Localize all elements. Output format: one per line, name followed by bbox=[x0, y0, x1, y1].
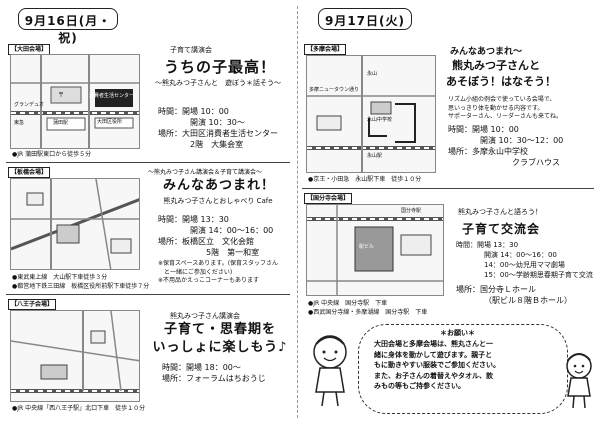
tama-title-1: 熊丸みつ子さんと bbox=[452, 59, 540, 72]
kokubunji-map-building-label: 駅ビル bbox=[359, 244, 375, 250]
itabashi-title: みんなあつまれ！ bbox=[162, 178, 275, 193]
hachioji-title-2: いっしょに楽しもう♪ bbox=[152, 340, 288, 355]
ota-intro: 子育て講演会 bbox=[170, 46, 212, 54]
tama-map-drawing bbox=[307, 56, 435, 172]
tama-access: ●京王・小田急 永山駅下車 徒歩１０分 bbox=[308, 176, 422, 183]
itabashi-venue-label: 【板橋会場】 bbox=[8, 167, 51, 178]
ota-map-station-label: 蒲田駅 bbox=[53, 120, 69, 126]
ota-title: うちの子最高！ bbox=[163, 58, 276, 76]
child-illustration-left bbox=[304, 330, 356, 410]
ota-map-center-label: 消費者生活センター bbox=[89, 93, 135, 99]
itabashi-map-drawing bbox=[11, 179, 139, 269]
tama-map-area-label: 永山 bbox=[367, 71, 378, 77]
tama-info: 時間：開場 10：00 開演 10：30～12：00 場所：多摩永山中学校 クラ… bbox=[448, 125, 564, 167]
ota-map-post-label: 〒 bbox=[58, 92, 65, 99]
hachioji-map bbox=[10, 310, 140, 402]
itabashi-access-2: ●都営地下鉄三田線 板橋区役所前駅下車徒歩７分 bbox=[12, 283, 150, 290]
ota-info: 時間：開場 10：00 開演 10：30～ 場所：大田区消費者生活センター 2階… bbox=[158, 107, 278, 149]
hachioji-intro: 熊丸みつ子さん講演会 bbox=[170, 312, 240, 320]
request-body: 大田会場と多摩会場は、熊丸さんと一 緒に身体を動かして遊びます。親子と もに動き… bbox=[374, 340, 500, 390]
itabashi-info: 時間：開場 13：30 開演 14：00～16：00 場所：板橋区立 文化会館 … bbox=[158, 215, 274, 257]
child-drawing-right bbox=[566, 353, 592, 409]
ota-map-grand-label: グランデュオ bbox=[14, 102, 45, 108]
itabashi-access-1: ●東武東上線 大山駅下車徒歩３分 bbox=[12, 274, 108, 281]
divider-1 bbox=[6, 162, 290, 163]
tama-venue-label: 【多摩会場】 bbox=[304, 44, 347, 55]
kokubunji-venue-label: 【国分寺会場】 bbox=[304, 193, 353, 204]
itabashi-map bbox=[10, 178, 140, 270]
tama-description: リズム小組の例会で使っている会場で、 思いっきり体を動かせる内容です。 サポータ… bbox=[448, 96, 563, 120]
kokubunji-map: 駅ビル 国分寺駅 bbox=[306, 204, 444, 296]
tama-map: 永山 永山中学校 永山駅 多摩ニュータウン通り bbox=[306, 55, 436, 173]
hachioji-map-drawing bbox=[11, 311, 139, 393]
ota-access: ●JR 蒲田駅東口から徒歩５分 bbox=[12, 151, 92, 158]
tama-map-school-label: 永山中学校 bbox=[367, 117, 393, 123]
itabashi-notes: ※保育スペースあります。(保育スタッフさん と一緒にご参加ください) ※不用品か… bbox=[158, 260, 279, 284]
kokubunji-access-1: ●JR 中央線 国分寺駅 下車 bbox=[308, 300, 388, 307]
divider-2 bbox=[6, 294, 290, 295]
right-date-header: 9月17日(火) bbox=[318, 8, 412, 30]
tama-title-2: あそぼう！はなそう！ bbox=[446, 75, 556, 88]
column-divider bbox=[297, 6, 298, 418]
ota-subtitle: ～熊丸みつ子さんと 遊ぼう＊話そう～ bbox=[155, 79, 281, 87]
kokubunji-intro: 熊丸みつ子さんと語ろう！ bbox=[458, 208, 542, 216]
kokubunji-map-drawing bbox=[307, 205, 443, 295]
ota-map-office-label: 大田区役所 bbox=[97, 119, 123, 125]
hachioji-title-1: 子育て・思春期を bbox=[163, 322, 276, 337]
kokubunji-map-station-label: 国分寺駅 bbox=[401, 208, 422, 214]
child-drawing-left bbox=[313, 335, 347, 407]
kokubunji-place: 場所：国分寺Ｌホール （駅ビル８階Ｂホール） bbox=[456, 285, 572, 305]
hachioji-venue-label: 【八王子会場】 bbox=[8, 299, 57, 310]
kokubunji-info: 時間：開場 13：30 開演 14：00～16：00 14：00～幼児用ママ劇場… bbox=[456, 241, 593, 279]
kokubunji-title: 子育て交流会 bbox=[462, 222, 541, 236]
kokubunji-access-2: ●西武国分寺線・多摩湖線 国分寺駅 下車 bbox=[308, 309, 428, 316]
ota-map-drawing bbox=[11, 55, 139, 148]
hachioji-access: ●JR 中央線「西八王子駅」北口下車 徒歩１０分 bbox=[12, 405, 146, 412]
divider-3 bbox=[302, 188, 594, 189]
tama-map-road-label: 多摩ニュータウン通り bbox=[309, 87, 360, 93]
tama-intro: みんなあつまれ～ bbox=[450, 47, 523, 57]
ota-map: 消費者生活センター グランデュオ 東急 蒲田駅 〒 大田区役所 bbox=[10, 54, 140, 149]
left-date-header: 9月16日(月・祝) bbox=[18, 8, 118, 45]
child-illustration-right bbox=[560, 350, 598, 410]
itabashi-intro: ～熊丸みつ子さん講演会＆子育て講演会～ bbox=[148, 169, 263, 176]
ota-map-tokyu-label: 東急 bbox=[14, 120, 25, 126]
tama-map-station-label: 永山駅 bbox=[367, 153, 383, 159]
itabashi-subtitle: 熊丸みつ子さんとおしゃべり Cafe bbox=[163, 197, 273, 205]
request-heading: ＊お願い＊ bbox=[440, 329, 475, 337]
hachioji-info: 時間：開場 18：00～ 場所：フォーラムはちおうじ bbox=[162, 363, 266, 383]
